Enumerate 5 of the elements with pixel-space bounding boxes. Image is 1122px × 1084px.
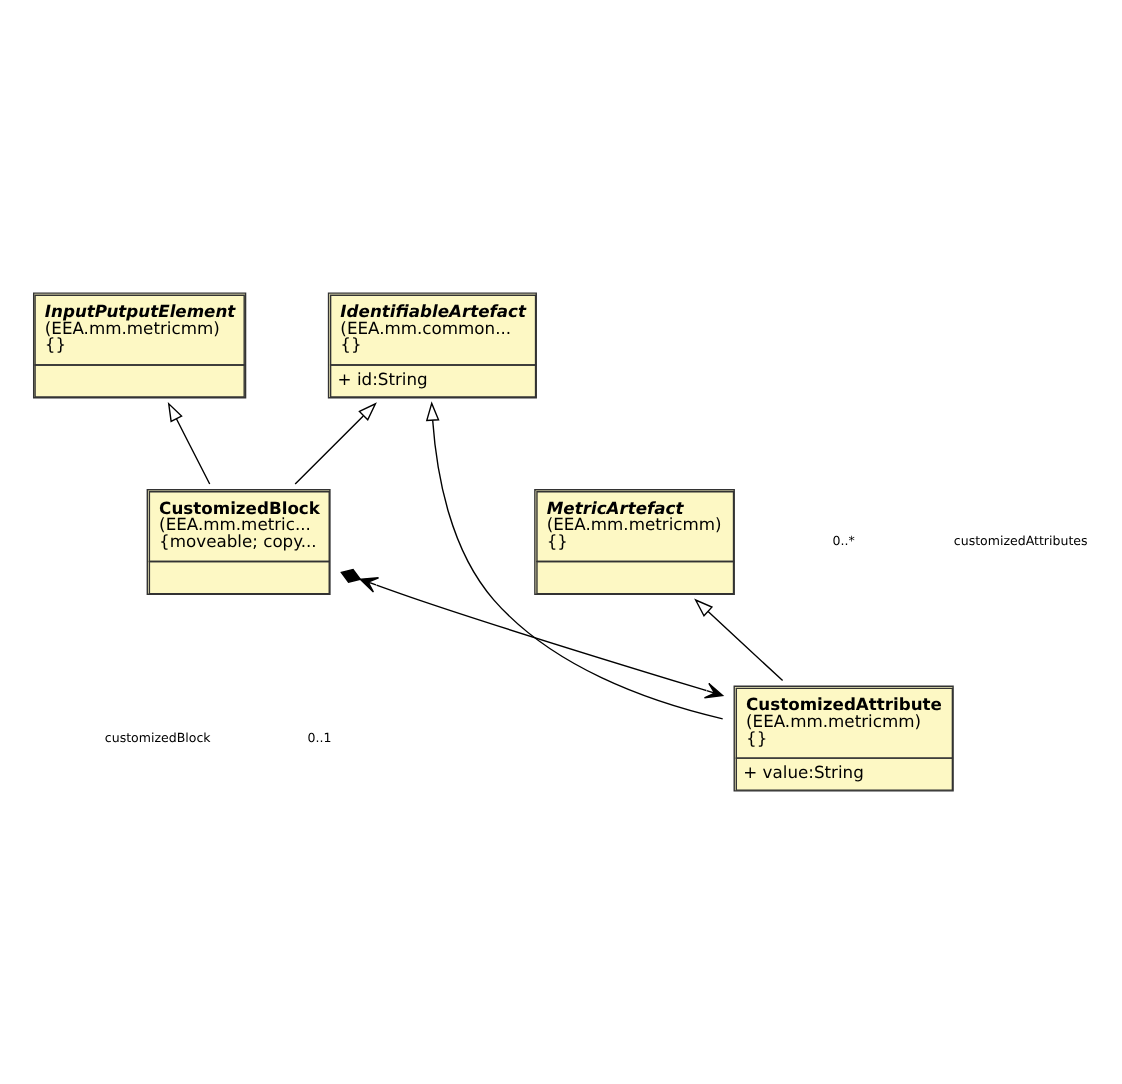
arrow <box>425 401 724 720</box>
arrow <box>294 402 377 485</box>
arrow <box>340 568 724 699</box>
arrow <box>694 598 784 682</box>
arrow <box>167 401 211 485</box>
